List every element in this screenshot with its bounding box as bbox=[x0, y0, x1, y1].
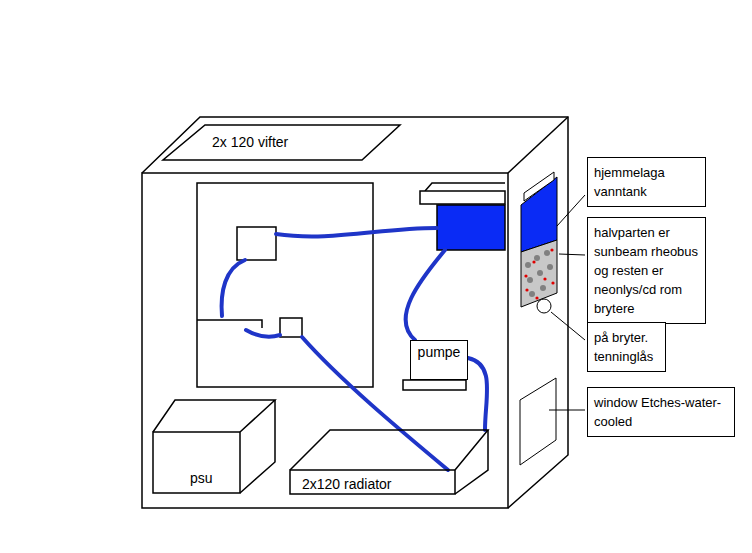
motherboard bbox=[280, 318, 302, 337]
node-label: pumpe bbox=[411, 341, 467, 361]
pump-base bbox=[403, 380, 466, 390]
front-panel bbox=[520, 172, 557, 465]
leader-line bbox=[549, 195, 585, 410]
shape-outline bbox=[153, 400, 276, 494]
rheobus-knobs bbox=[544, 250, 550, 256]
drive-bay bbox=[420, 191, 505, 204]
leader-line bbox=[559, 254, 585, 255]
node-label: på bryter. tenninglås bbox=[594, 328, 659, 366]
water-tube bbox=[222, 260, 245, 316]
node-label: hjemmelaga vanntank bbox=[594, 163, 699, 201]
drive-bay bbox=[437, 205, 505, 250]
rheobus-knobs bbox=[543, 277, 546, 280]
callout-box: på bryter. tenninglås bbox=[587, 322, 666, 372]
motherboard bbox=[197, 320, 262, 328]
front-panel bbox=[521, 240, 557, 307]
node-label: 2x120 radiator bbox=[302, 475, 392, 493]
rheobus-knobs bbox=[525, 262, 531, 268]
case-outline bbox=[142, 117, 568, 508]
fan-panel: 2x 120 vifter bbox=[160, 124, 402, 161]
node-label: window Etches-water-cooled bbox=[594, 393, 728, 431]
rheobus-knobs bbox=[527, 277, 533, 283]
rheobus-knobs bbox=[534, 255, 540, 261]
callout-box: window Etches-water-cooled bbox=[587, 387, 735, 437]
rheobus-knobs bbox=[550, 248, 553, 251]
outline-stroke bbox=[163, 125, 400, 160]
pump-box: pumpe bbox=[410, 340, 468, 380]
case-outline bbox=[142, 173, 508, 508]
psu-box: psu bbox=[153, 400, 276, 494]
rheobus-knobs bbox=[537, 270, 543, 276]
callout-box: halvparten er sunbeam rheobus og resten … bbox=[587, 217, 706, 324]
front-panel bbox=[520, 378, 556, 465]
water-tube bbox=[276, 228, 437, 236]
node-label: psu bbox=[190, 469, 213, 487]
outline-stroke bbox=[240, 400, 275, 493]
rheobus-knobs bbox=[532, 260, 535, 263]
case-outline bbox=[142, 117, 568, 508]
motherboard bbox=[197, 183, 373, 387]
outline-stroke bbox=[153, 400, 275, 432]
front-panel bbox=[537, 299, 551, 313]
leader-line bbox=[551, 312, 585, 340]
rheobus-knobs bbox=[525, 288, 528, 291]
leader-line bbox=[549, 410, 585, 411]
motherboard bbox=[197, 183, 373, 387]
front-panel bbox=[524, 172, 554, 201]
rheobus-knobs bbox=[524, 274, 527, 277]
radiator-box: 2x120 radiator bbox=[290, 430, 489, 495]
water-tube bbox=[246, 330, 280, 337]
drive-bay bbox=[425, 183, 505, 191]
outline-stroke bbox=[455, 430, 488, 494]
outline-stroke bbox=[153, 432, 240, 493]
water-tube bbox=[468, 358, 487, 430]
rheobus-knobs bbox=[540, 285, 546, 291]
rheobus-knobs bbox=[524, 248, 554, 299]
outline-stroke bbox=[290, 430, 488, 470]
pump-base bbox=[403, 380, 466, 390]
node-label: 2x 120 vifter bbox=[212, 133, 288, 151]
motherboard bbox=[237, 227, 276, 260]
rheobus-knobs bbox=[535, 296, 538, 299]
drive-bay bbox=[420, 183, 505, 250]
rheobus-knobs bbox=[551, 281, 554, 284]
outline-stroke bbox=[290, 470, 455, 494]
leader-line bbox=[557, 195, 585, 226]
rheobus-knobs bbox=[547, 264, 553, 270]
node-label: halvparten er sunbeam rheobus og resten … bbox=[594, 223, 699, 318]
callout-box: hjemmelaga vanntank bbox=[587, 157, 706, 207]
water-tube bbox=[406, 250, 445, 340]
rheobus-knobs bbox=[529, 291, 535, 297]
case-outline bbox=[508, 117, 568, 173]
